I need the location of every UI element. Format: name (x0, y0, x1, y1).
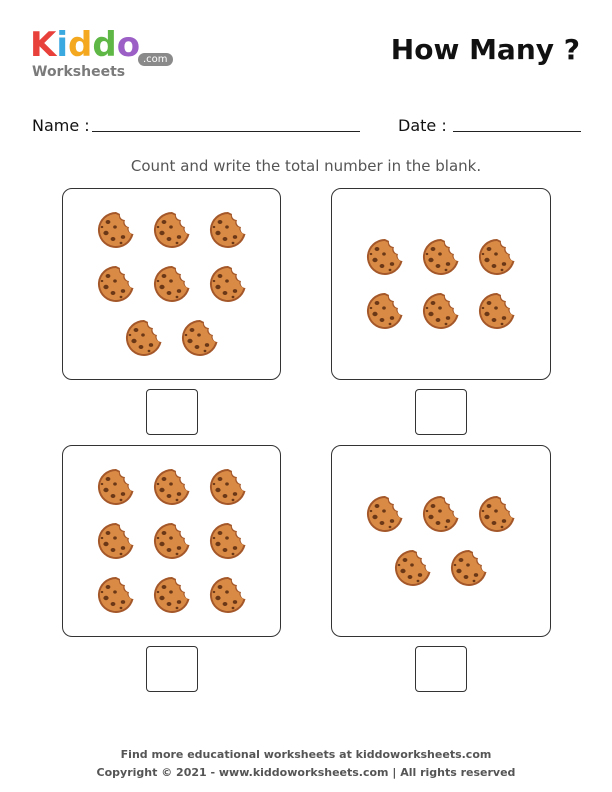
cookie-icon (477, 237, 517, 277)
cookie-icon (152, 210, 192, 250)
cookie-icon (96, 521, 136, 561)
date-label: Date : (398, 116, 447, 135)
cookie-icon (208, 264, 248, 304)
logo-letter: d (92, 25, 117, 65)
cookie-icon (365, 494, 405, 534)
counting-panel-4 (331, 445, 551, 637)
kiddo-worksheets-logo: Kiddo Worksheets .com (30, 28, 180, 88)
date-field[interactable] (453, 131, 581, 132)
cookie-icon (124, 318, 164, 358)
cookie-icon (449, 548, 489, 588)
cookie-icon (365, 291, 405, 331)
cookie-icon (96, 264, 136, 304)
logo-letter: o (116, 25, 141, 65)
cookie-icon (208, 575, 248, 615)
cookie-icon (365, 237, 405, 277)
cookie-icon (152, 467, 192, 507)
cookie-icon (180, 318, 220, 358)
cookie-icon (152, 575, 192, 615)
counting-panel-1 (62, 188, 281, 380)
logo-letter: K (30, 25, 57, 65)
footer-copyright: Copyright © 2021 - www.kiddoworksheets.c… (96, 766, 516, 779)
page-title: How Many ? (390, 33, 580, 66)
counting-panel-2 (331, 188, 551, 380)
cookie-icon (96, 575, 136, 615)
cookie-icon (208, 210, 248, 250)
cookie-icon (393, 548, 433, 588)
cookie-icon (96, 467, 136, 507)
instruction-text: Count and write the total number in the … (130, 157, 482, 175)
cookie-icon (477, 291, 517, 331)
name-field[interactable] (92, 131, 360, 132)
cookie-icon (208, 521, 248, 561)
logo-letter: d (68, 25, 93, 65)
cookie-icon (421, 291, 461, 331)
logo-com-badge: .com (138, 53, 173, 66)
answer-box-4[interactable] (415, 646, 467, 692)
cookie-icon (152, 264, 192, 304)
cookie-icon (421, 237, 461, 277)
cookie-icon (208, 467, 248, 507)
cookie-icon (421, 494, 461, 534)
name-label: Name : (32, 116, 90, 135)
logo-wordmark: Kiddo (30, 28, 180, 62)
answer-box-2[interactable] (415, 389, 467, 435)
cookie-icon (152, 521, 192, 561)
answer-box-3[interactable] (146, 646, 198, 692)
footer-line-1: Find more educational worksheets at kidd… (120, 748, 492, 761)
cookie-icon (477, 494, 517, 534)
cookie-icon (96, 210, 136, 250)
logo-letter: i (56, 25, 69, 65)
answer-box-1[interactable] (146, 389, 198, 435)
logo-subtitle: Worksheets (32, 64, 126, 80)
counting-panel-3 (62, 445, 281, 637)
